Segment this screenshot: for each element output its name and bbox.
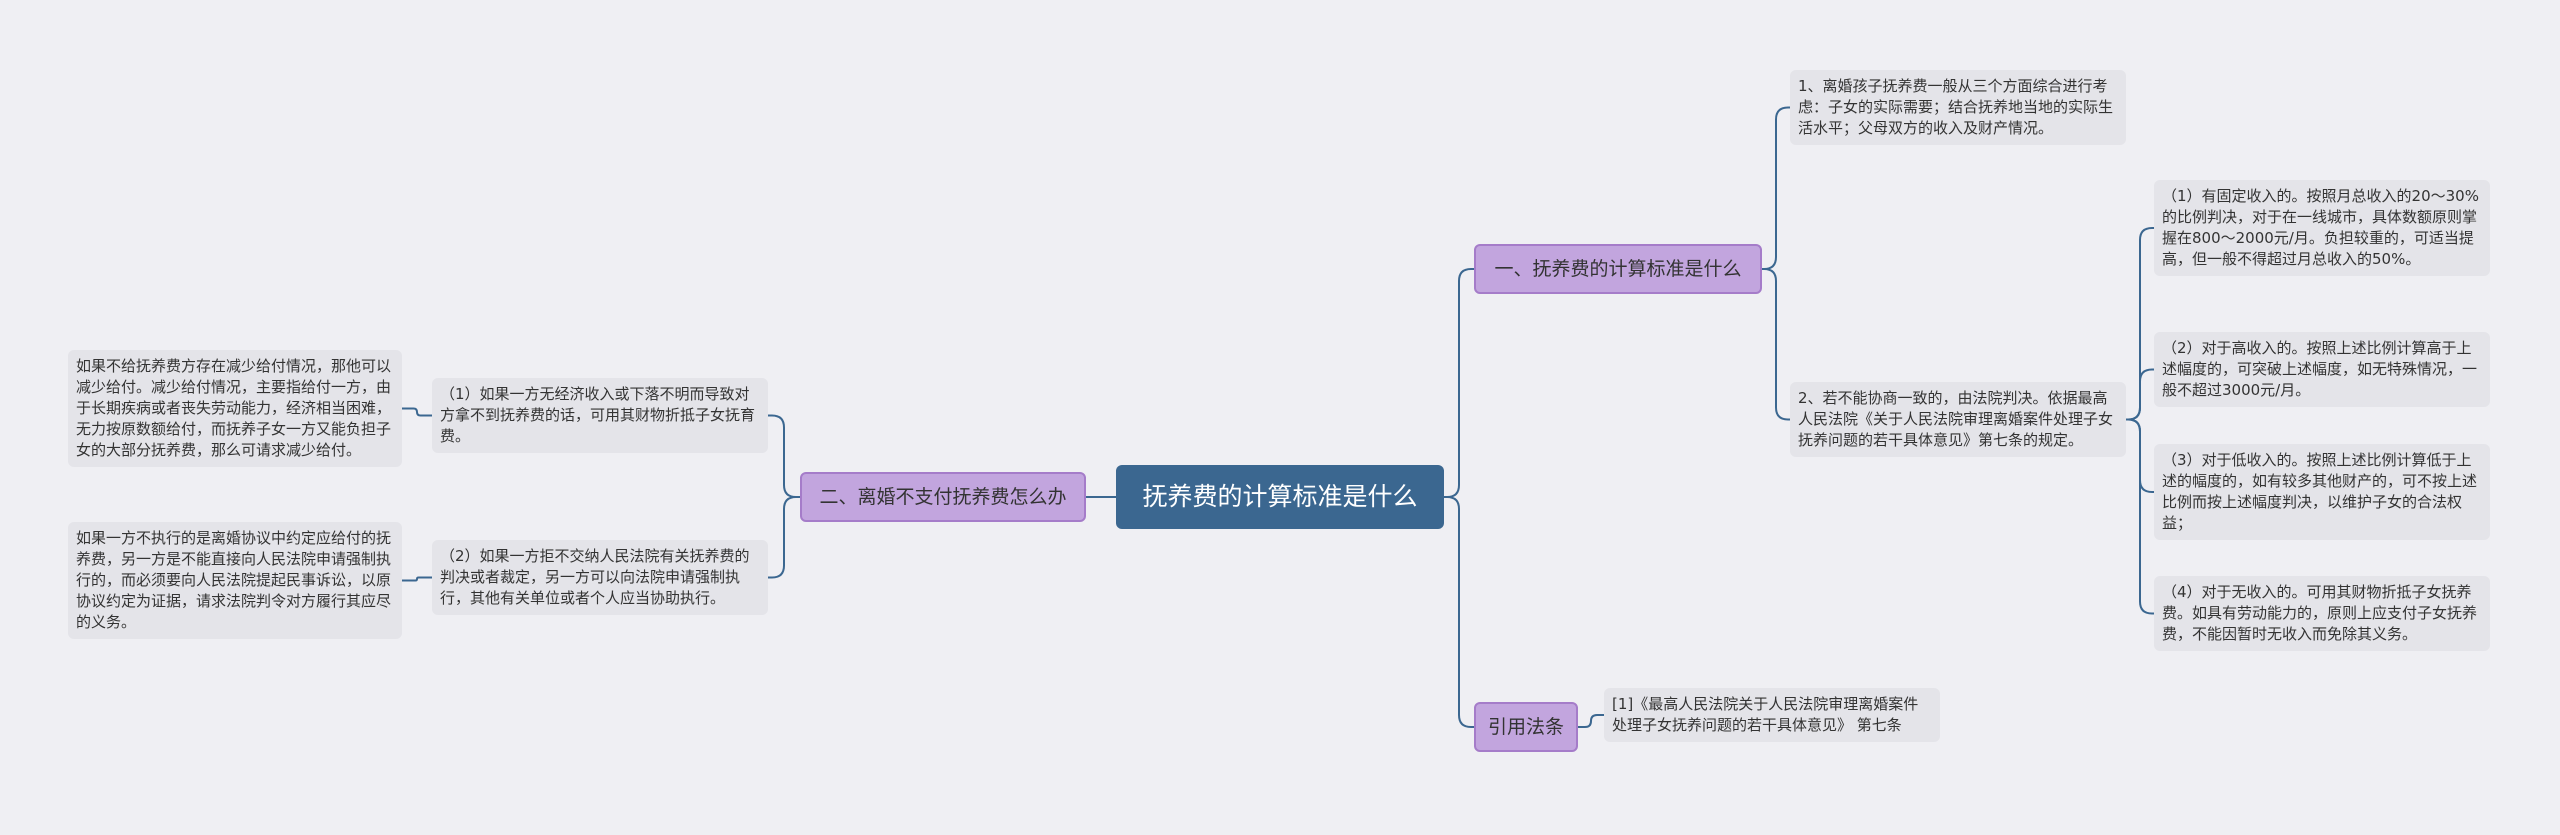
root-topic[interactable]: 抚养费的计算标准是什么 (1116, 465, 1444, 529)
branch-nonpayment[interactable]: 二、离婚不支付抚养费怎么办 (800, 472, 1086, 522)
leaf-no-income[interactable]: （4）对于无收入的。可用其财物折抵子女抚养费。如具有劳动能力的，原则上应支付子女… (2154, 576, 2490, 651)
connector-root-b3 (1444, 496, 1474, 728)
connector-b2-m2 (768, 496, 800, 579)
connector-m2-o2 (402, 576, 432, 582)
leaf-high-income[interactable]: （2）对于高收入的。按照上述比例计算高于上述幅度的，可突破上述幅度，如无特殊情况… (2154, 332, 2490, 407)
leaf-civil-lawsuit[interactable]: 如果一方不执行的是离婚协议中约定应给付的抚养费，另一方是不能直接向人民法院申请强… (68, 522, 402, 639)
connector-l2-l2b (2126, 368, 2154, 421)
connector-root-b1 (1444, 268, 1474, 498)
leaf-reduce-payment[interactable]: 如果不给抚养费方存在减少给付情况，那他可以减少给付。减少给付情况，主要指给付一方… (68, 350, 402, 467)
leaf-no-income-offset[interactable]: （1）如果一方无经济收入或下落不明而导致对方拿不到抚养费的话，可用其财物折抵子女… (432, 378, 768, 453)
connector-b1-l1 (1762, 106, 1790, 270)
branch-calc-standard[interactable]: 一、抚养费的计算标准是什么 (1474, 244, 1762, 294)
leaf-enforcement[interactable]: （2）如果一方拒不交纳人民法院有关抚养费的判决或者裁定，另一方可以向法院申请强制… (432, 540, 768, 615)
leaf-law-reference[interactable]: [1]《最高人民法院关于人民法院审理离婚案件处理子女抚养问题的若干具体意见》 第… (1604, 688, 1940, 742)
leaf-fixed-income[interactable]: （1）有固定收入的。按照月总收入的20～30%的比例判决，对于在一线城市，具体数… (2154, 180, 2490, 276)
branch-cited-law[interactable]: 引用法条 (1474, 702, 1578, 752)
connector-b3-c1 (1578, 714, 1604, 728)
connector-b1-l2 (1762, 268, 1790, 421)
leaf-factors[interactable]: 1、离婚孩子抚养费一般从三个方面综合进行考虑：子女的实际需要；结合抚养地当地的实… (1790, 70, 2126, 145)
connector-l2-l2d (2126, 418, 2154, 615)
leaf-low-income[interactable]: （3）对于低收入的。按照上述比例计算低于上述的幅度的，如有较多其他财产的，可不按… (2154, 444, 2490, 540)
connector-m1-o1 (402, 407, 432, 417)
leaf-court-judgment[interactable]: 2、若不能协商一致的，由法院判决。依据最高人民法院《关于人民法院审理离婚案件处理… (1790, 382, 2126, 457)
connector-b2-m1 (768, 414, 800, 498)
